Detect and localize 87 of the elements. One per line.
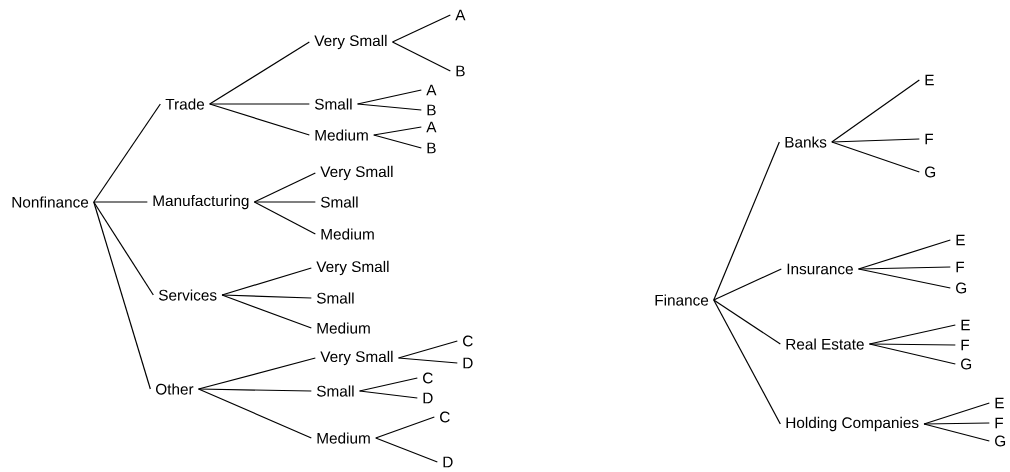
branch-line — [209, 41, 310, 105]
leaf-label: F — [956, 261, 964, 273]
branch-line — [831, 141, 920, 173]
leaf-label: Very Small — [320, 165, 393, 181]
leaf-label: E — [995, 397, 1004, 409]
category-label: Medium — [315, 129, 368, 141]
branch-line — [857, 239, 951, 270]
branch-line — [391, 41, 451, 72]
branch-line — [391, 14, 451, 43]
branch-line — [713, 299, 781, 425]
leaf-label: Medium — [321, 228, 374, 240]
branch-line — [253, 201, 316, 235]
leaf-label: E — [961, 319, 970, 331]
branch-line — [209, 103, 310, 105]
branch-line — [356, 103, 422, 111]
branch-line — [221, 294, 312, 299]
leaf-label: C — [440, 411, 450, 423]
branch-line — [253, 172, 316, 203]
branch-line — [253, 201, 316, 203]
leaf-label: G — [961, 358, 972, 370]
category-label: Services — [158, 289, 217, 301]
branch-line — [857, 268, 951, 289]
branch-line — [93, 201, 154, 296]
branch-line — [358, 377, 418, 392]
leaf-label: C — [423, 372, 433, 384]
category-label: Insurance — [787, 263, 853, 275]
branch-line — [868, 343, 956, 365]
category-label: Trade — [165, 98, 205, 110]
category-label: Small — [316, 385, 354, 397]
branch-line — [397, 340, 458, 359]
leaf-label: B — [427, 104, 436, 116]
branch-line — [923, 422, 990, 425]
branch-line — [713, 268, 782, 301]
category-label: Other — [156, 383, 194, 395]
leaf-label: B — [456, 65, 465, 77]
leaf-label: F — [925, 133, 933, 145]
leaf-label: D — [443, 456, 453, 468]
branch-line — [923, 423, 990, 442]
branch-line — [375, 437, 438, 463]
category-label: Finance — [655, 294, 709, 306]
branch-line — [397, 357, 458, 364]
category-label: Manufacturing — [153, 194, 249, 210]
branch-line — [221, 294, 312, 329]
category-label: Holding Companies — [786, 416, 919, 432]
leaf-label: A — [455, 9, 466, 21]
branch-line — [209, 103, 310, 136]
leaf-label: Small — [320, 196, 358, 208]
category-label: Very Small — [320, 350, 393, 366]
branch-line — [358, 390, 418, 399]
branch-line — [93, 201, 148, 203]
branch-line — [375, 416, 435, 439]
leaf-label: E — [956, 234, 965, 246]
leaf-label: F — [995, 417, 1003, 429]
branch-line — [868, 343, 956, 346]
leaf-label: G — [995, 435, 1006, 447]
leaf-label: Very Small — [316, 260, 389, 276]
category-label: Very Small — [314, 34, 387, 50]
leaf-label: B — [427, 142, 436, 154]
leaf-label: F — [961, 339, 969, 351]
branch-line — [197, 388, 312, 392]
branch-line — [197, 357, 316, 390]
branch-line — [356, 89, 422, 105]
leaf-label: G — [956, 282, 967, 294]
leaf-label: Small — [316, 292, 354, 304]
branch-line — [831, 79, 920, 143]
branch-line — [713, 299, 781, 345]
category-label: Banks — [785, 136, 827, 148]
branch-line — [831, 138, 920, 143]
leaf-label: E — [925, 74, 934, 86]
category-label: Nonfinance — [12, 196, 89, 208]
branch-line — [713, 141, 780, 301]
leaf-label: D — [423, 392, 433, 404]
leaf-label: A — [426, 121, 437, 133]
category-label: Small — [314, 98, 352, 110]
branch-line — [373, 134, 422, 149]
branch-line — [373, 126, 422, 136]
leaf-label: D — [463, 357, 473, 369]
branch-line — [93, 201, 151, 390]
branch-line — [197, 388, 312, 439]
leaf-label: A — [426, 84, 437, 96]
branch-line — [857, 266, 951, 270]
branch-line — [93, 103, 161, 203]
category-label: Medium — [317, 432, 370, 444]
category-label: Real Estate — [786, 338, 864, 350]
leaf-label: G — [925, 166, 936, 178]
leaf-label: Medium — [317, 322, 370, 334]
leaf-label: C — [463, 335, 473, 347]
